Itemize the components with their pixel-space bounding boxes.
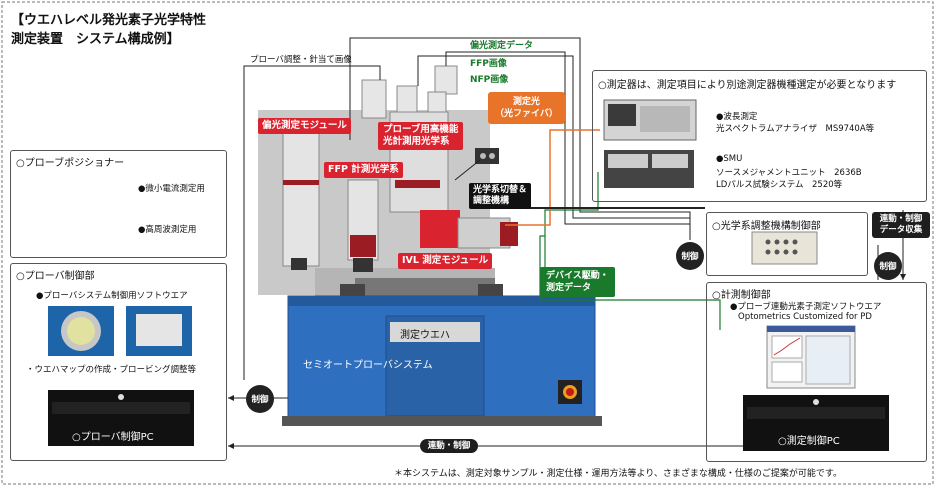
smu-title: ●SMU xyxy=(716,154,743,164)
probe-control-heading: ○プローバ制御部 xyxy=(16,271,95,282)
measure-control-heading: ○計測制御部 xyxy=(712,290,771,301)
probe-positioner-item-1: ●微小電流測定用 xyxy=(138,184,205,194)
device-drive-label-line-2: 測定データ xyxy=(546,283,592,293)
footnote: ＊本システムは、測定対象サンプル・測定仕様・運用方法等より、さまざまな構成・仕様… xyxy=(394,469,843,479)
probe-optics-label: プローブ用高機能 光計測用光学系 xyxy=(378,122,464,150)
link-data-badge-line-2: データ収集 xyxy=(879,225,923,235)
ffp-optics-label: FFP 計測光学系 xyxy=(324,162,403,178)
link-data-badge: 連動・制御 データ収集 xyxy=(872,212,930,238)
smu-line-2: LDパルス試験システム 2520等 xyxy=(716,180,843,190)
nfp-image-label: NFP画像 xyxy=(470,75,509,85)
control-badge-prober: 制御 xyxy=(246,385,274,413)
probe-positioner-heading: ○プローブポジショナー xyxy=(16,158,125,169)
probe-control-panel xyxy=(10,263,227,461)
probe-optics-label-line-2: 光計測用光学系 xyxy=(383,136,450,147)
title-line-1: 【ウエハレベル発光素子光学特性 xyxy=(11,13,207,28)
optics-switch-label-line-1: 光学系切替＆ xyxy=(473,185,528,195)
smu-line-1: ソースメジャメントユニット 2636B xyxy=(716,168,862,178)
probe-optics-label-line-1: プローブ用高機能 xyxy=(383,124,459,135)
measure-light-label-line-1: 測定光 xyxy=(512,97,540,107)
ivl-module-label: IVL 測定モジュール xyxy=(398,253,493,269)
probe-control-software: ●プローバシステム制御用ソフトウエア xyxy=(36,291,188,301)
wavelength-model: 光スペクトラムアナライザ MS9740A等 xyxy=(716,124,875,134)
probe-control-note: ・ウエハマップの作成・プロービング調整等 xyxy=(26,365,197,375)
measure-light-label: 測定光 （光ファイバ） xyxy=(488,92,565,124)
control-badge-measure: 制御 xyxy=(874,252,902,280)
measure-light-label-line-2: （光ファイバ） xyxy=(495,109,558,119)
title-line-2: 測定装置 システム構成例】 xyxy=(11,32,180,47)
instruments-heading: ○測定器は、測定項目により別途測定器機種選定が必要となります xyxy=(598,80,897,91)
prober-name: セミオートプローバシステム xyxy=(303,360,433,371)
instruments-panel xyxy=(592,70,927,202)
device-drive-label-line-1: デバイス駆動・ xyxy=(546,271,609,281)
ffp-image-label: FFP画像 xyxy=(470,59,507,69)
probe-positioner-item-2: ●高周波測定用 xyxy=(138,225,197,235)
polarization-module-label: 偏光測定モジュール xyxy=(258,118,351,134)
probe-control-pc-label: ○プローバ制御PC xyxy=(72,432,154,443)
measure-control-software: ●プローブ連動光素子測定ソフトウエア xyxy=(730,302,882,312)
measure-control-pc-label: ○測定制御PC xyxy=(778,436,840,447)
control-badge-optics: 制御 xyxy=(676,242,704,270)
optics-switch-label-line-2: 調整機構 xyxy=(473,196,510,206)
device-drive-label: デバイス駆動・ 測定データ xyxy=(540,267,615,297)
probe-positioner-panel xyxy=(10,150,227,258)
link-bottom-badge: 連動・制御 xyxy=(420,439,478,453)
polarization-data-label: 偏光測定データ xyxy=(470,41,534,51)
wafer-label: 測定ウエハ xyxy=(400,330,450,341)
probe-adjust-label: プローバ調整・針当て画像 xyxy=(250,55,352,65)
optics-control-heading: ○光学系調整機構制御部 xyxy=(712,221,821,232)
wavelength-title: ●波長測定 xyxy=(716,112,758,122)
optics-switch-label: 光学系切替＆ 調整機構 xyxy=(469,183,532,209)
optics-control-panel xyxy=(706,212,868,276)
measure-control-software-en: Optometrics Customized for PD xyxy=(738,312,872,322)
measure-control-panel xyxy=(706,282,927,462)
link-data-badge-line-1: 連動・制御 xyxy=(879,214,923,224)
